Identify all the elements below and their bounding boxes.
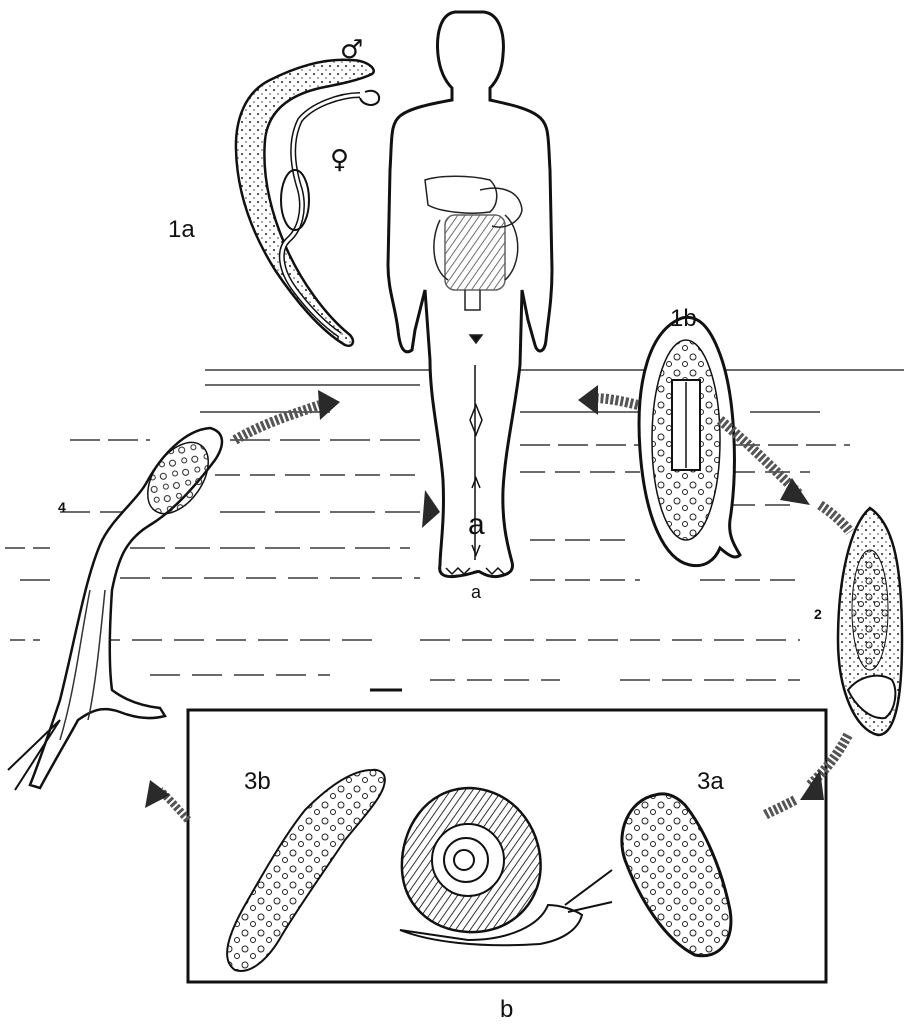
female-symbol: ♀ bbox=[330, 145, 349, 175]
egg-icon bbox=[639, 317, 740, 565]
arrow-head-to-foot bbox=[422, 490, 440, 528]
label-1b: 1b bbox=[670, 307, 697, 331]
arrow-head-to-egg bbox=[578, 385, 598, 415]
label-3a: 3a bbox=[697, 770, 724, 794]
arrow-head-to-human bbox=[318, 390, 340, 420]
cercaria-icon bbox=[8, 428, 222, 790]
miracidium-icon bbox=[838, 508, 902, 735]
label-4: 4 bbox=[58, 500, 66, 514]
human-silhouette-icon bbox=[388, 12, 552, 577]
male-symbol: ♂ bbox=[340, 35, 363, 65]
arrow-head-to-sporocyst bbox=[800, 770, 824, 800]
snail-icon bbox=[400, 788, 612, 945]
schistosome-pair-icon bbox=[236, 60, 379, 346]
sporocyst-icon bbox=[227, 770, 385, 971]
label-b: b bbox=[500, 998, 513, 1022]
label-3b: 3b bbox=[244, 770, 271, 794]
arrow-head-to-miracidium bbox=[780, 478, 810, 505]
mother-sporocyst-icon bbox=[622, 794, 731, 956]
label-2: 2 bbox=[814, 607, 822, 621]
label-a-small: a bbox=[471, 583, 481, 601]
label-a-large: a bbox=[468, 510, 485, 540]
label-1a: 1a bbox=[168, 218, 195, 242]
arrow-head-to-cercaria bbox=[145, 780, 170, 808]
